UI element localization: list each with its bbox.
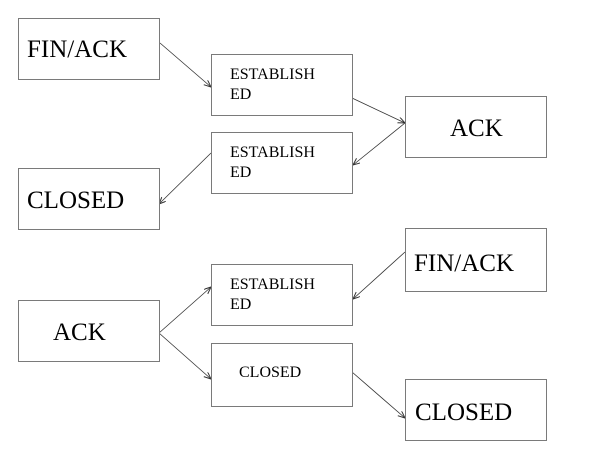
node-established-3: ESTABLISH ED [211,264,353,326]
node-ack-1: ACK [405,96,547,158]
node-closed-1-label: CLOSED [27,187,125,214]
node-established-2: ESTABLISH ED [211,132,353,194]
node-ack-1-label: ACK [450,115,503,142]
node-closed-1: CLOSED [18,168,160,230]
node-closed-3-label: CLOSED [415,399,513,426]
edge-ack-2-to-closed-2 [158,332,211,379]
node-fin-ack-2-label: FIN/ACK [414,250,515,277]
node-fin-ack-1-label: FIN/ACK [27,36,128,63]
node-ack-2: ACK [18,300,160,362]
node-ack-2-label: ACK [53,319,106,346]
edge-established-2-to-closed-1 [159,152,212,204]
edge-finack-to-established-1 [159,42,211,87]
edge-established-1-to-ack-1 [351,97,405,123]
node-established-3-label: ESTABLISH ED [230,276,315,313]
edge-finack-2-to-established-3 [353,251,406,299]
edge-closed-2-to-closed-3 [351,371,405,418]
edge-ack-2-to-established-3 [158,287,211,334]
node-established-1-label: ESTABLISH ED [230,66,315,103]
node-established-2-label: ESTABLISH ED [230,144,315,181]
node-established-1: ESTABLISH ED [211,54,353,116]
node-closed-2: CLOSED [211,343,353,407]
node-fin-ack-1: FIN/ACK [18,18,160,80]
node-closed-3: CLOSED [405,379,547,441]
edge-ack-1-to-established-2 [353,122,406,165]
node-closed-2-label: CLOSED [239,364,302,381]
node-fin-ack-2: FIN/ACK [405,228,547,292]
